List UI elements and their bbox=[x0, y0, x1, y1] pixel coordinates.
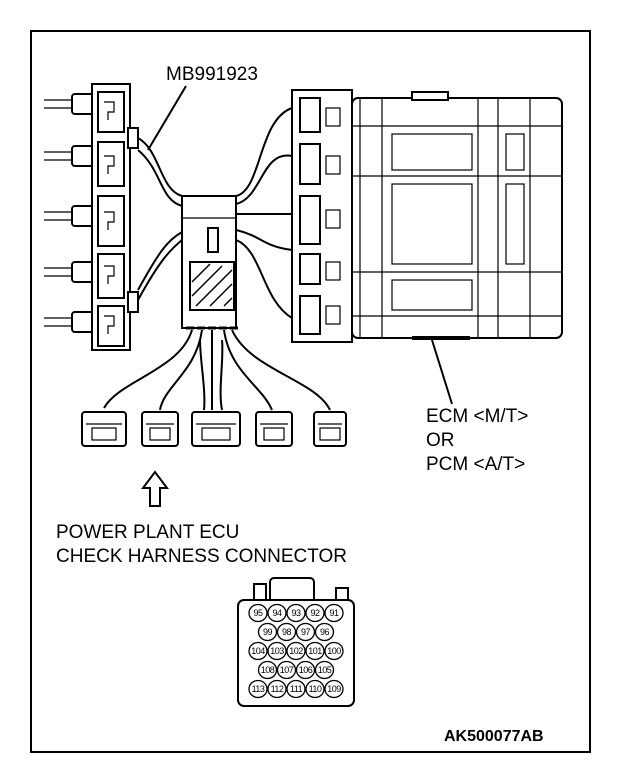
tool-number-label: MB991923 bbox=[166, 64, 258, 85]
connector-pin bbox=[295, 660, 316, 680]
connector-pin-number: 91 bbox=[329, 608, 339, 618]
connector-pin bbox=[295, 622, 316, 642]
connector-pin bbox=[276, 660, 297, 680]
connector-pin bbox=[286, 679, 306, 699]
ecm-pcm-unit bbox=[291, 89, 563, 343]
connector-pin bbox=[286, 603, 306, 623]
connector-title-line1: POWER PLANT ECU bbox=[56, 522, 239, 543]
connector-pin bbox=[257, 622, 278, 642]
connector-pin-number: 102 bbox=[289, 646, 303, 656]
figure-frame bbox=[30, 30, 591, 753]
connector-pin-number: 98 bbox=[282, 627, 292, 637]
connector-pin-number: 97 bbox=[301, 627, 311, 637]
pcm-label: PCM <A/T> bbox=[426, 454, 525, 475]
connector-pin bbox=[305, 641, 325, 661]
connector-pin bbox=[248, 641, 268, 661]
connector-pin-number: 106 bbox=[299, 665, 313, 675]
connector-pin bbox=[248, 679, 268, 699]
connector-pin bbox=[324, 603, 344, 623]
connector-pin bbox=[248, 603, 268, 623]
connector-pin-number: 93 bbox=[291, 608, 301, 618]
connector-pin bbox=[276, 622, 297, 642]
connector-pin-number: 94 bbox=[272, 608, 282, 618]
connector-pin bbox=[267, 603, 287, 623]
connector-pin-number: 100 bbox=[327, 646, 341, 656]
connector-pin-number: 109 bbox=[327, 684, 341, 694]
leader-lines bbox=[147, 85, 453, 405]
check-harness-wires bbox=[103, 329, 331, 411]
up-arrow-icon bbox=[141, 470, 169, 507]
connector-face: 95 94 93 92 91 99 98 97 96 104 103 102 101 100 108 107 1… bbox=[237, 577, 355, 707]
connector-pin bbox=[324, 679, 344, 699]
connector-pin-number: 96 bbox=[320, 627, 330, 637]
connector-pin bbox=[267, 641, 287, 661]
connector-pin bbox=[267, 679, 287, 699]
connector-pin-number: 103 bbox=[270, 646, 284, 656]
check-connectors bbox=[81, 411, 347, 447]
connector-pin-number: 110 bbox=[309, 684, 322, 694]
connector-pin bbox=[314, 622, 335, 642]
connector-pin-number: 108 bbox=[261, 665, 275, 675]
connector-pin-number: 99 bbox=[263, 627, 273, 637]
connector-pin-number: 112 bbox=[271, 684, 284, 694]
connector-pin-number: 95 bbox=[253, 608, 263, 618]
connector-pin-number: 111 bbox=[290, 684, 303, 694]
or-label: OR bbox=[426, 430, 455, 451]
junction-block bbox=[181, 195, 240, 330]
connector-pin-number: 105 bbox=[318, 665, 332, 675]
ecm-label: ECM <M/T> bbox=[426, 406, 528, 427]
connector-pin bbox=[286, 641, 306, 661]
connector-pin-number: 107 bbox=[280, 665, 294, 675]
connector-pin-number: 92 bbox=[310, 608, 320, 618]
connector-pin-number: 113 bbox=[252, 684, 265, 694]
connector-pin bbox=[305, 603, 325, 623]
connector-title-line2: CHECK HARNESS CONNECTOR bbox=[56, 546, 347, 567]
left-connector-stack bbox=[44, 83, 139, 351]
connector-pin bbox=[314, 660, 335, 680]
harness-wires bbox=[137, 107, 293, 319]
connector-pin-number: 104 bbox=[251, 646, 265, 656]
figure-code: AK500077AB bbox=[444, 728, 544, 745]
connector-pin bbox=[257, 660, 278, 680]
connector-pin-number: 101 bbox=[308, 646, 322, 656]
connector-pin bbox=[305, 679, 325, 699]
connector-pin bbox=[324, 641, 344, 661]
